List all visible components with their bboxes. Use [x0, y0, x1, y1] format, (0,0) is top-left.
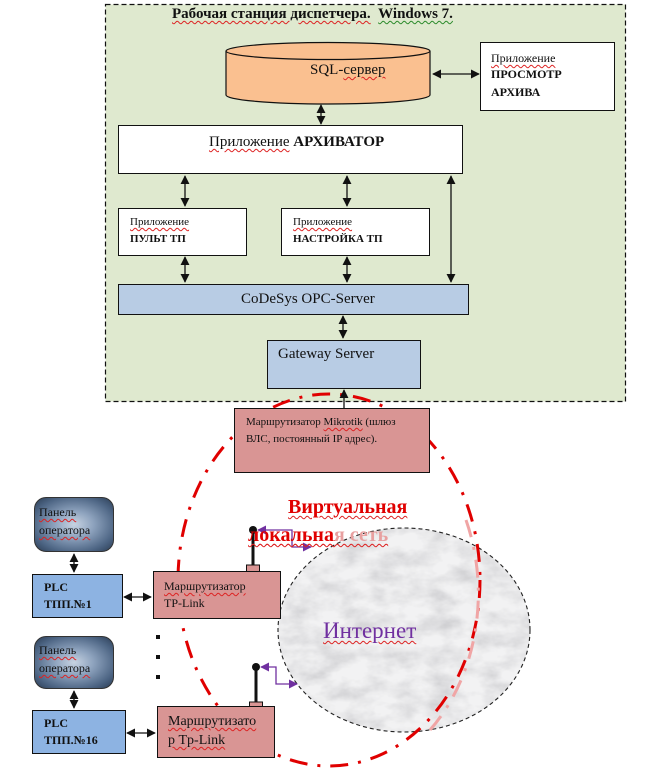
internet-label: Интернет — [323, 618, 417, 643]
viewer-app-box: Приложение ПРОСМОТР АРХИВА — [480, 42, 615, 111]
arrow-router2-internet — [260, 662, 298, 689]
sql-server-label: SQL-сервер — [310, 62, 386, 78]
operator-panel-1: Панель оператора — [34, 497, 114, 552]
more-sites-ellipsis — [156, 635, 160, 679]
archiver-app-box: Приложение АРХИВАТОР — [118, 125, 463, 174]
settings-app-box: Приложение НАСТРОЙКА ТП — [281, 208, 430, 256]
opc-server-box: CoDeSys OPC-Server — [118, 284, 469, 315]
tplink-router-1-box: Маршрутизатор TP-Link — [153, 571, 281, 619]
plc-16-box: PLC ТПП.№16 — [32, 710, 126, 754]
gateway-server-box: Gateway Server — [267, 340, 421, 389]
internet-cloud — [277, 527, 531, 733]
vpn-boundary — [176, 392, 482, 768]
sql-server-cylinder — [225, 41, 431, 105]
workstation-title: Рабочая станция диспетчера. Windows 7. — [172, 6, 453, 22]
tplink-router-16-box: Маршрутизато р Tp-Link — [157, 706, 275, 758]
console-app-box: Приложение ПУЛЬТ ТП — [118, 208, 247, 256]
operator-panel-2: Панель оператора — [34, 636, 114, 689]
router1-antenna — [246, 526, 260, 573]
vpn-label-line1: Виртуальная — [288, 496, 408, 518]
vpn-label-line2: локальная сеть — [248, 524, 389, 546]
vpn-boundary-faded — [428, 519, 480, 731]
plc-1-box: PLC ТПП.№1 — [32, 574, 123, 618]
mikrotik-router-box: Маршрутизатор Mikrotik (шлюз ВЛС, постоя… — [234, 408, 430, 473]
arrow-router1-internet — [257, 525, 312, 552]
router2-antenna — [249, 663, 263, 710]
